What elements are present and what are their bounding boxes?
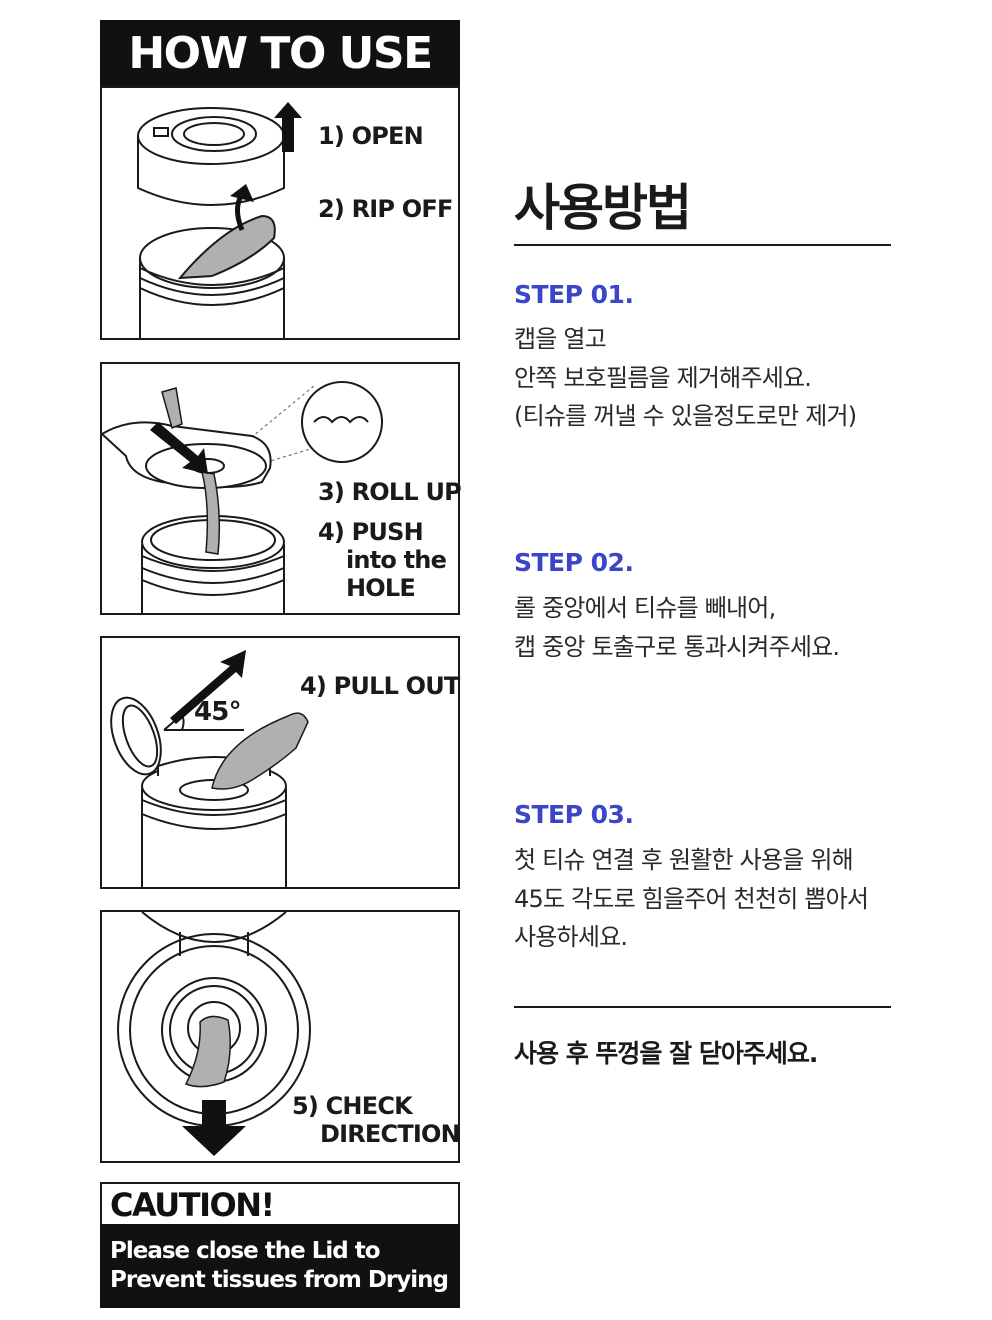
caution-line-2: Prevent tissues from Drying xyxy=(110,1267,449,1293)
pull-out-illustration xyxy=(110,650,309,889)
step-02-line-2: 캡 중앙 토출구로 통과시켜주세요. xyxy=(514,632,840,661)
push-arrow-icon xyxy=(150,422,208,474)
step-01-body: 캡을 열고 안쪽 보호필름을 제거해주세요. (티슈를 꺼낼 수 있을정도로만 … xyxy=(514,320,857,436)
tissue-strip-shape xyxy=(200,471,221,555)
final-note: 사용 후 뚜껑을 잘 닫아주세요. xyxy=(514,1039,818,1068)
down-arrow-icon xyxy=(182,1100,246,1156)
step-01-line-1: 캡을 열고 xyxy=(514,325,607,353)
caution-line-1: Please close the Lid to xyxy=(110,1238,381,1264)
label-hole: HOLE xyxy=(346,574,416,602)
angle-label: 45° xyxy=(194,697,242,727)
panel-check-direction: 5) CHECK DIRECTION xyxy=(100,910,461,1163)
title-divider xyxy=(514,244,891,246)
step-01-line-3: (티슈를 꺼낼 수 있을정도로만 제거) xyxy=(514,402,857,430)
usage-title: 사용방법 xyxy=(514,179,692,237)
step-03-line-2: 45도 각도로 힘을주어 천천히 뽑아서 xyxy=(514,884,869,913)
step-03-body: 첫 티슈 연결 후 원활한 사용을 위해 45도 각도로 힘을주어 천천히 뽑아… xyxy=(514,841,869,957)
tissue-direction-shape xyxy=(184,1015,231,1088)
how-to-use-header: HOW TO USE xyxy=(100,20,460,88)
zoom-circle xyxy=(301,381,383,463)
label-push: 4) PUSH xyxy=(318,518,424,546)
final-divider xyxy=(514,1006,891,1008)
panel-rollup-push: 3) ROLL UP 4) PUSH into the HOLE xyxy=(100,362,462,615)
panel-open-ripoff: 1) OPEN 2) RIP OFF xyxy=(100,86,460,340)
step-02-body: 롤 중앙에서 티슈를 빼내어, 캡 중앙 토출구로 통과시켜주세요. xyxy=(514,589,840,666)
label-direction: DIRECTION xyxy=(320,1120,461,1148)
caution-body: Please close the Lid to Prevent tissues … xyxy=(100,1224,460,1308)
rollup-push-illustration xyxy=(102,381,383,615)
check-direction-illustration xyxy=(117,912,311,1156)
step-03-heading: STEP 03. xyxy=(514,800,634,829)
film-peel-shape xyxy=(177,214,276,280)
label-pull-out: 4) PULL OUT xyxy=(300,672,460,700)
step-02-line-1: 롤 중앙에서 티슈를 빼내어, xyxy=(514,594,776,622)
label-check: 5) CHECK xyxy=(292,1092,413,1120)
tissue-shape xyxy=(211,712,309,790)
step-03-line-1: 첫 티슈 연결 후 원활한 사용을 위해 xyxy=(514,846,854,874)
up-arrow-icon xyxy=(274,102,302,152)
step-03-line-3: 사용하세요. xyxy=(514,923,628,951)
step-01-line-2: 안쪽 보호필름을 제거해주세요. xyxy=(514,363,812,392)
curved-arrow-icon xyxy=(230,184,254,202)
label-roll-up: 3) ROLL UP xyxy=(318,478,462,506)
panel-pull-out: 45° 4) PULL OUT xyxy=(100,636,460,889)
label-rip-off: 2) RIP OFF xyxy=(318,195,453,223)
caution-title: CAUTION! xyxy=(110,1186,275,1224)
label-open: 1) OPEN xyxy=(318,122,424,150)
label-into-the: into the xyxy=(346,546,447,574)
caution-box: CAUTION! Please close the Lid to Prevent… xyxy=(100,1182,460,1308)
open-ripoff-illustration xyxy=(137,102,302,340)
step-01-heading: STEP 01. xyxy=(514,280,634,309)
diagonal-arrow-icon xyxy=(170,650,246,724)
step-02-heading: STEP 02. xyxy=(514,548,634,577)
